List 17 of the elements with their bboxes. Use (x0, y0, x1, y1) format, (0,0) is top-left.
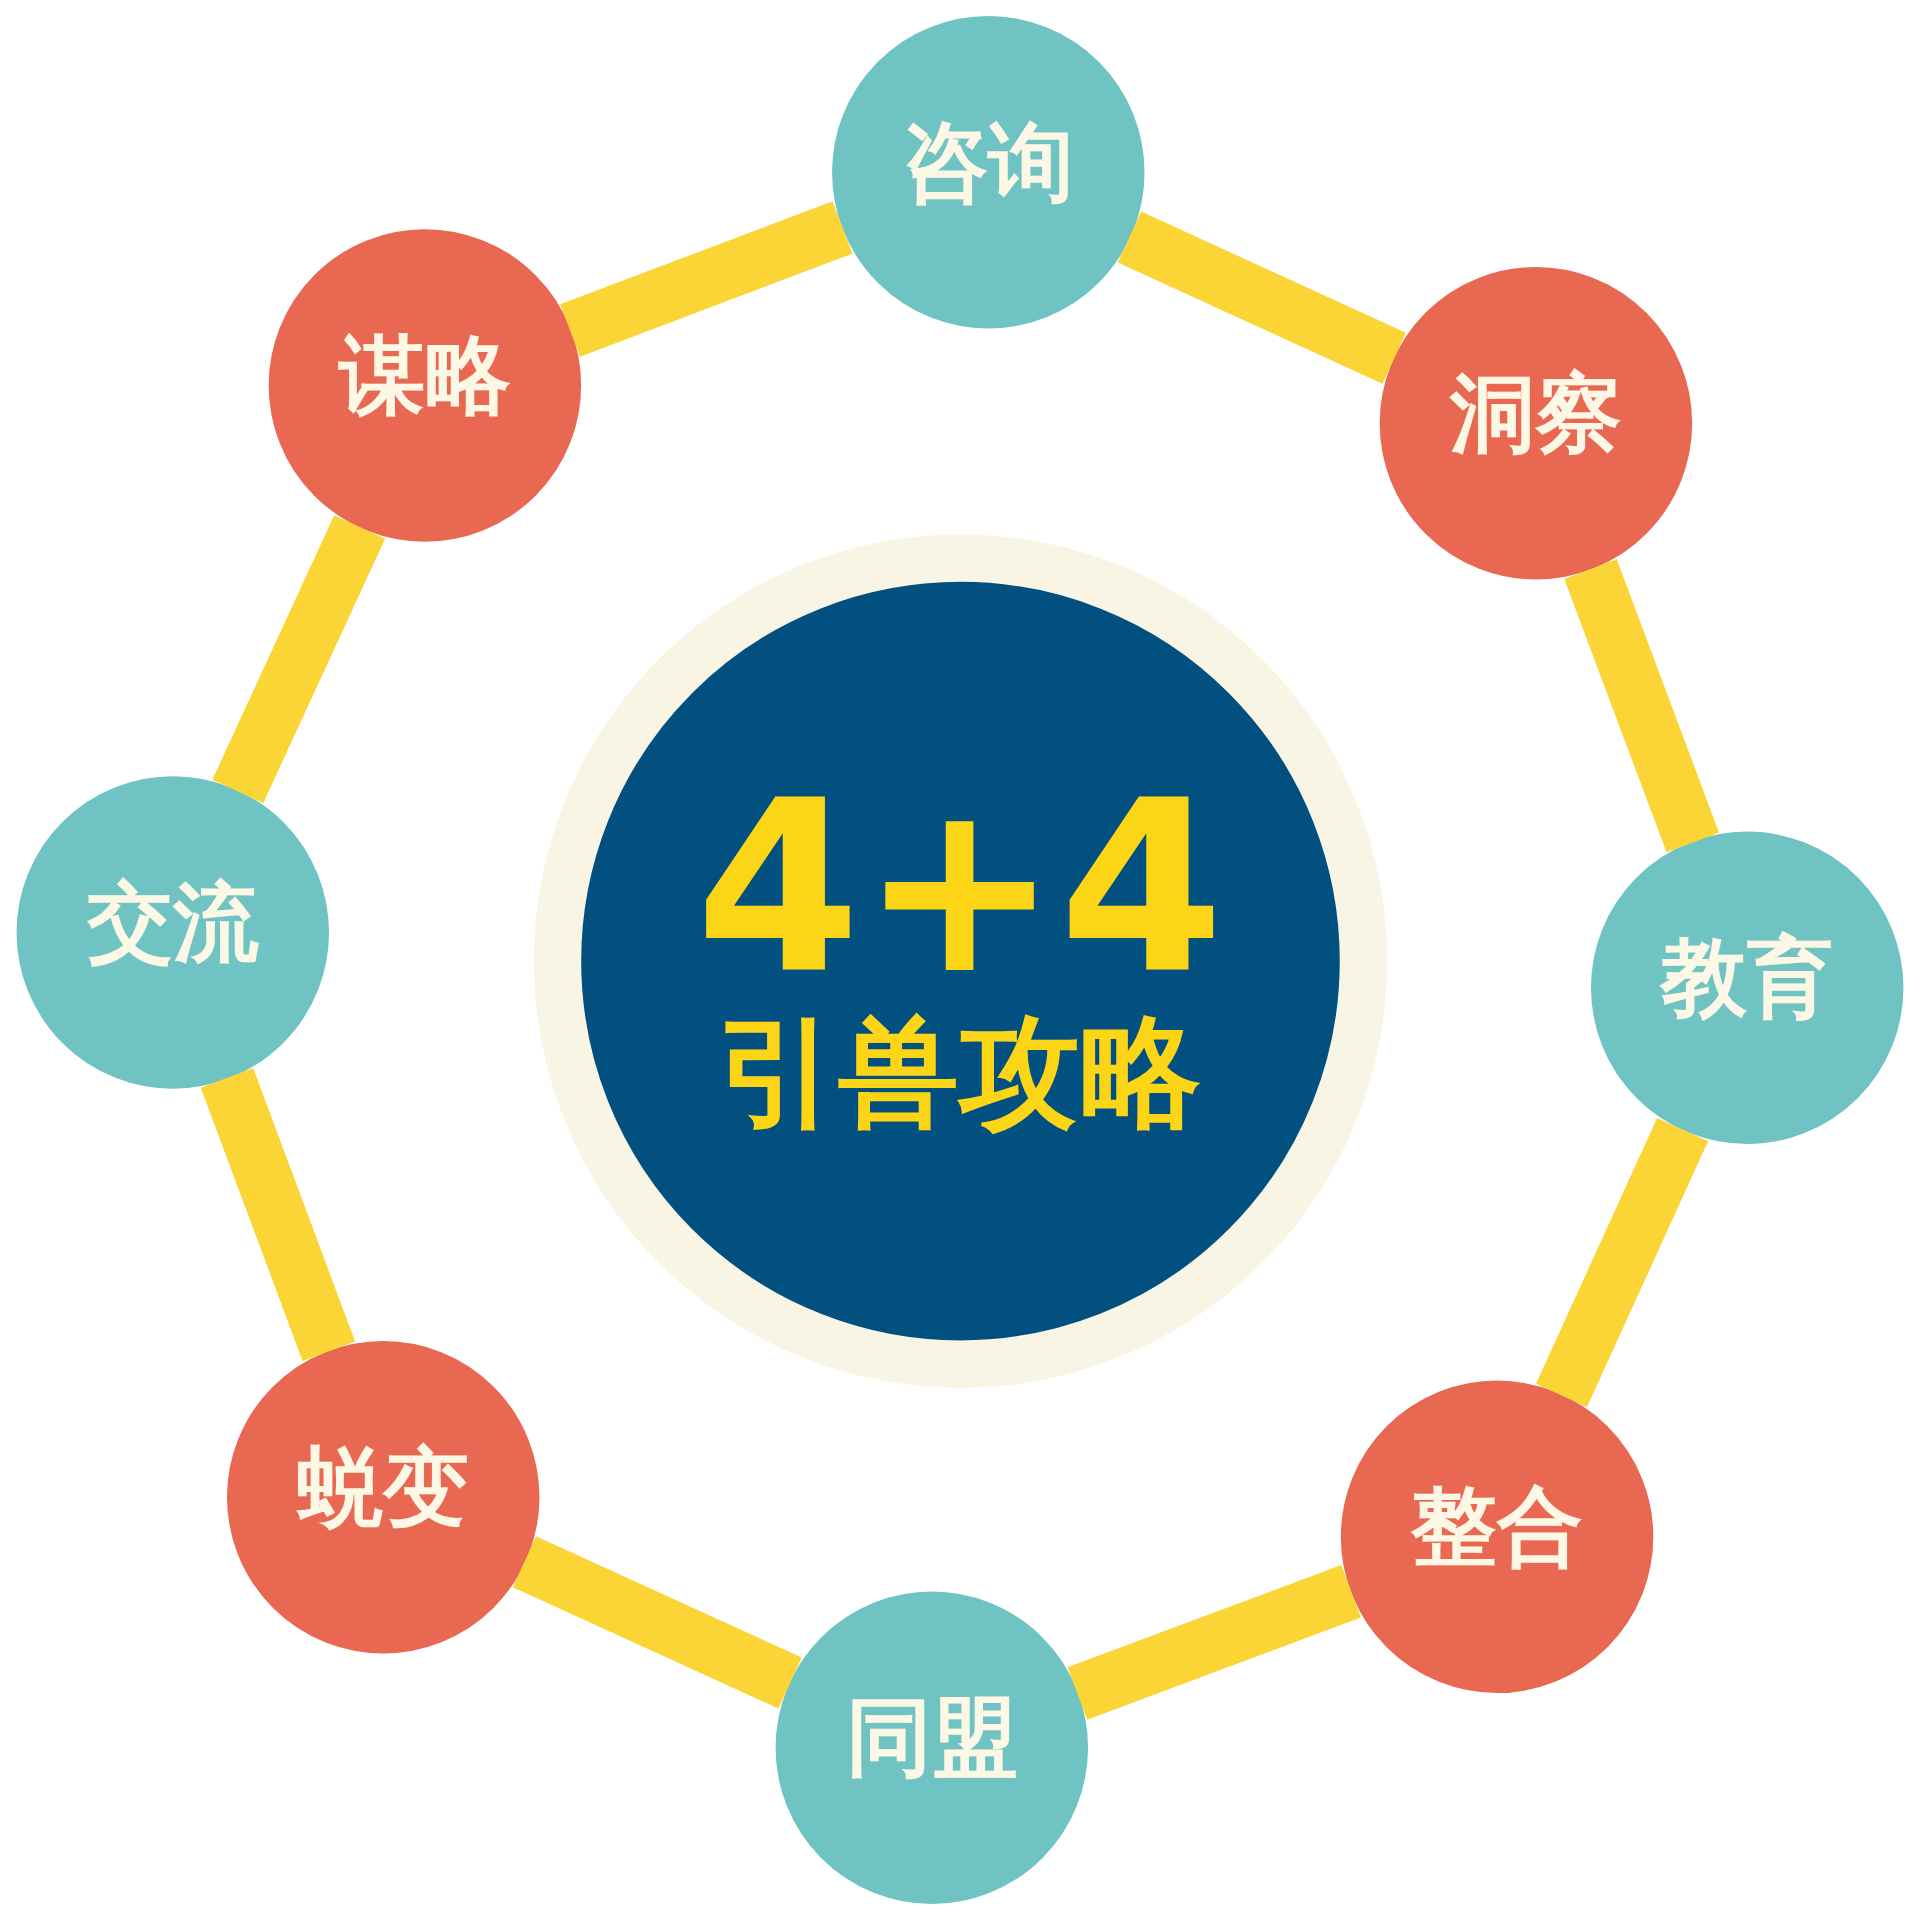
node-circle: 洞察 (1379, 267, 1693, 580)
node-circle: 交流 (16, 776, 330, 1089)
connector (212, 515, 386, 804)
connector (1564, 559, 1719, 853)
connector (560, 201, 853, 357)
connector (1117, 211, 1406, 384)
connector (1067, 1565, 1361, 1720)
connector (1536, 1118, 1709, 1408)
node-circle: 整合 (1340, 1380, 1654, 1694)
node-circle: 咨询 (832, 16, 1145, 329)
node-circle: 谋略 (268, 229, 582, 542)
node-circle: 教育 (1590, 831, 1904, 1145)
node-circle: 蜕变 (227, 1340, 540, 1654)
connector (200, 1068, 356, 1362)
node-circle: 4+4 引兽攻略 (533, 534, 1388, 1388)
node-circle: 同盟 (775, 1591, 1089, 1904)
connector (512, 1536, 802, 1709)
